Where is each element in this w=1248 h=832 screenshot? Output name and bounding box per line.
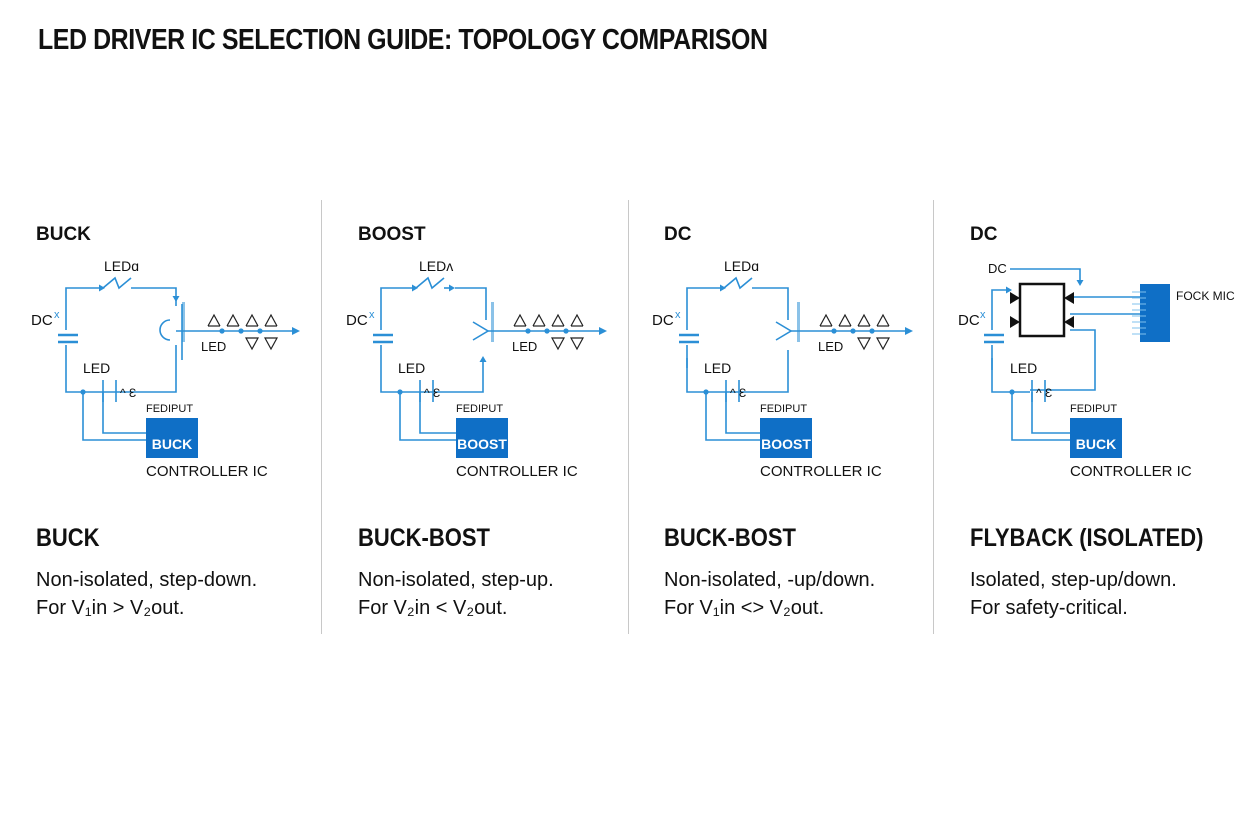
description-line: For V₁in > V₂out.: [36, 597, 185, 619]
ic-name: BUCK: [152, 436, 192, 452]
topology-panel-flyback: DC DC x FOCK MIC LED ^ Ɛ FEDIPUT BUCK CO…: [958, 200, 1248, 640]
description-line: For safety-critical.: [970, 597, 1128, 619]
buck-circuit-diagram: DC x LEDɑ LED LED ^ Ɛ FEDIPUT BUCK CONTR…: [31, 224, 300, 480]
diagram-label: DC: [664, 224, 692, 245]
topology-heading: BUCK-BOST: [664, 524, 796, 552]
switch-label: ^ Ɛ: [730, 386, 746, 400]
led-out-label: LED: [512, 339, 537, 354]
led-out-label: LED: [201, 339, 226, 354]
dc-marker: x: [54, 309, 60, 321]
dc-source-label: DC: [31, 312, 53, 329]
feedback-label: FEDIPUT: [760, 403, 807, 415]
led-side-label: LED: [398, 360, 425, 376]
dc-marker: x: [675, 309, 681, 321]
dc-source-label: DC: [346, 312, 368, 329]
description-line: Isolated, step-up/down.: [970, 569, 1177, 591]
description-line: Non-isolated, step-down.: [36, 569, 258, 591]
dc-source-label: DC: [652, 312, 674, 329]
led-top-label: LEDᴧ: [419, 258, 453, 274]
led-out-label: LED: [818, 339, 843, 354]
led-side-label: LED: [1010, 360, 1037, 376]
topology-panel-buck: DC x LEDɑ LED LED ^ Ɛ FEDIPUT BUCK CONTR…: [31, 200, 336, 640]
ic-caption: CONTROLLER IC: [1070, 463, 1192, 480]
dc-top-label: DC: [988, 261, 1007, 276]
switch-label: ^ Ɛ: [424, 386, 440, 400]
description-line: Non-isolated, -up/down.: [664, 569, 876, 591]
boost-circuit-diagram: DC x LEDᴧ LED LED ^ Ɛ FEDIPUT BOOST CONT…: [346, 224, 607, 480]
side-ic-label: FOCK MIC: [1176, 289, 1235, 303]
ic-caption: CONTROLLER IC: [456, 463, 578, 480]
topology-description: Isolated, step-up/down. For safety-criti…: [970, 566, 1177, 622]
flyback-circuit-diagram: DC DC x FOCK MIC LED ^ Ɛ FEDIPUT BUCK CO…: [958, 224, 1235, 480]
topology-heading: FLYBACK (ISOLATED): [970, 524, 1204, 552]
led-side-label: LED: [83, 360, 110, 376]
topology-heading: BUCK-BOST: [358, 524, 490, 552]
topology-description: Non-isolated, step-up. For V₂in < V₂out.: [358, 566, 554, 622]
dc-marker: x: [369, 309, 375, 321]
diagram-label: BOOST: [358, 224, 426, 245]
ic-name: BOOST: [457, 436, 507, 452]
panel-divider: [628, 200, 629, 634]
led-side-label: LED: [704, 360, 731, 376]
topology-panel-boost: DC x LEDᴧ LED LED ^ Ɛ FEDIPUT BOOST CONT…: [346, 200, 658, 640]
feedback-label: FEDIPUT: [456, 403, 503, 415]
dc-source-label: DC: [958, 312, 980, 329]
secondary-controller-ic: [1140, 284, 1170, 342]
feedback-label: FEDIPUT: [146, 403, 193, 415]
boost-controller-ic: [760, 418, 812, 458]
ic-name: BUCK: [1076, 436, 1116, 452]
transformer-block: [1018, 282, 1066, 338]
led-top-label: LEDɑ: [104, 258, 139, 274]
topology-description: Non-isolated, step-down. For V₁in > V₂ou…: [36, 566, 257, 622]
ic-caption: CONTROLLER IC: [760, 463, 882, 480]
diagram-label: BUCK: [36, 224, 91, 245]
feedback-label: FEDIPUT: [1070, 403, 1117, 415]
topology-description: Non-isolated, -up/down. For V₁in <> V₂ou…: [664, 566, 875, 622]
switch-label: ^ Ɛ: [1036, 386, 1052, 400]
topology-panel-buck-boost: DC x LEDɑ LED LED ^ Ɛ FEDIPUT BOOST CONT…: [652, 200, 964, 640]
buck-boost-circuit-diagram: DC x LEDɑ LED LED ^ Ɛ FEDIPUT BOOST CONT…: [652, 224, 913, 480]
description-line: For V₁in <> V₂out.: [664, 597, 825, 619]
boost-controller-ic: [456, 418, 508, 458]
buck-controller-ic: [1070, 418, 1122, 458]
dc-marker: x: [980, 309, 986, 321]
description-line: Non-isolated, step-up.: [358, 569, 554, 591]
panel-divider: [321, 200, 322, 634]
buck-controller-ic: [146, 418, 198, 458]
topology-heading: BUCK: [36, 524, 100, 552]
panel-divider: [933, 200, 934, 634]
ic-name: BOOST: [761, 436, 811, 452]
led-top-label: LEDɑ: [724, 258, 759, 274]
page-title: LED DRIVER IC SELECTION GUIDE: TOPOLOGY …: [38, 24, 768, 56]
ic-caption: CONTROLLER IC: [146, 463, 268, 480]
description-line: For V₂in < V₂out.: [358, 597, 508, 619]
switch-label: ^ Ɛ: [120, 386, 136, 400]
diagram-label: DC: [970, 224, 998, 245]
